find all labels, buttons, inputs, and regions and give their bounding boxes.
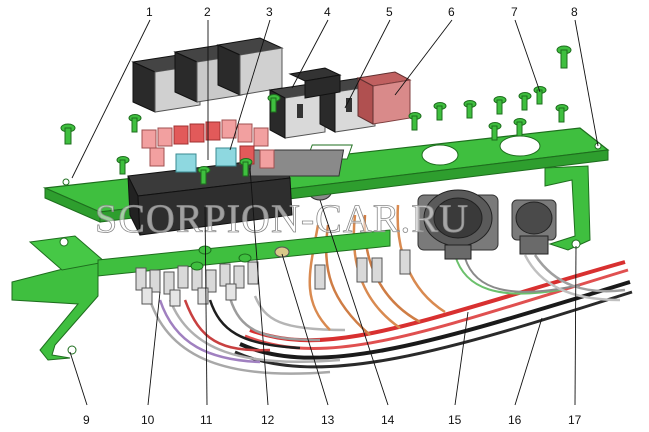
pin: [463, 100, 477, 119]
callout-1: 1: [146, 5, 153, 19]
wire-purple: [158, 299, 261, 364]
pin: [408, 112, 422, 131]
callout-17: 17: [568, 413, 582, 427]
wire-black: [239, 280, 631, 360]
callout-13: 13: [321, 413, 335, 427]
push-pins: [60, 45, 572, 185]
wire-green: [454, 254, 561, 295]
callout-7: 7: [511, 5, 518, 19]
terminal-connectors-left: [135, 245, 290, 307]
callout-5: 5: [386, 5, 393, 19]
callout-10: 10: [141, 413, 155, 427]
leader-lines: [69, 19, 599, 406]
wire-black: [208, 299, 301, 350]
lower-mounting-bracket: [11, 165, 591, 361]
callout-16: 16: [508, 413, 522, 427]
pin: [533, 86, 547, 105]
wire-red: [183, 299, 271, 352]
pin: [555, 104, 569, 123]
pin: [433, 102, 447, 121]
wire-grey: [533, 254, 626, 293]
terminal-connectors-middle: [314, 249, 411, 290]
pin: [488, 122, 502, 141]
callout-12: 12: [261, 413, 275, 427]
pin: [493, 96, 507, 115]
pin: [60, 123, 76, 145]
callout-8: 8: [571, 5, 578, 19]
pin: [197, 166, 211, 185]
pin: [239, 158, 253, 177]
wire-grey: [228, 297, 321, 342]
relays-small: [268, 67, 412, 139]
callout-11: 11: [200, 413, 213, 427]
wire-black: [234, 290, 633, 369]
callout-3: 3: [266, 5, 273, 19]
relays-black-large: [131, 37, 284, 113]
callout-15: 15: [448, 413, 462, 427]
fuses: [141, 119, 275, 173]
watermark: SCORPION-CAR.RU: [95, 196, 469, 241]
wire-grey: [523, 254, 621, 302]
wire-grey: [148, 299, 331, 375]
pin: [116, 156, 130, 175]
pin: [518, 92, 532, 111]
callout-4: 4: [324, 5, 331, 19]
pin: [128, 114, 142, 133]
relay: [288, 67, 342, 99]
callout-2: 2: [204, 5, 211, 19]
pin: [556, 45, 572, 69]
callout-14: 14: [381, 413, 395, 427]
relay-red: [356, 71, 412, 125]
callout-9: 9: [83, 413, 90, 427]
callout-6: 6: [448, 5, 455, 19]
pin: [513, 118, 527, 137]
round-connector-small: [511, 199, 557, 255]
wire-grey: [168, 299, 341, 364]
wire-grey: [253, 295, 346, 332]
round-connector-large: [417, 189, 499, 260]
callout-numbers: 1 2 3 4 5 6 7 8 9 10 11 12 13 14 15 16 1…: [83, 5, 582, 427]
pin: [267, 94, 281, 113]
